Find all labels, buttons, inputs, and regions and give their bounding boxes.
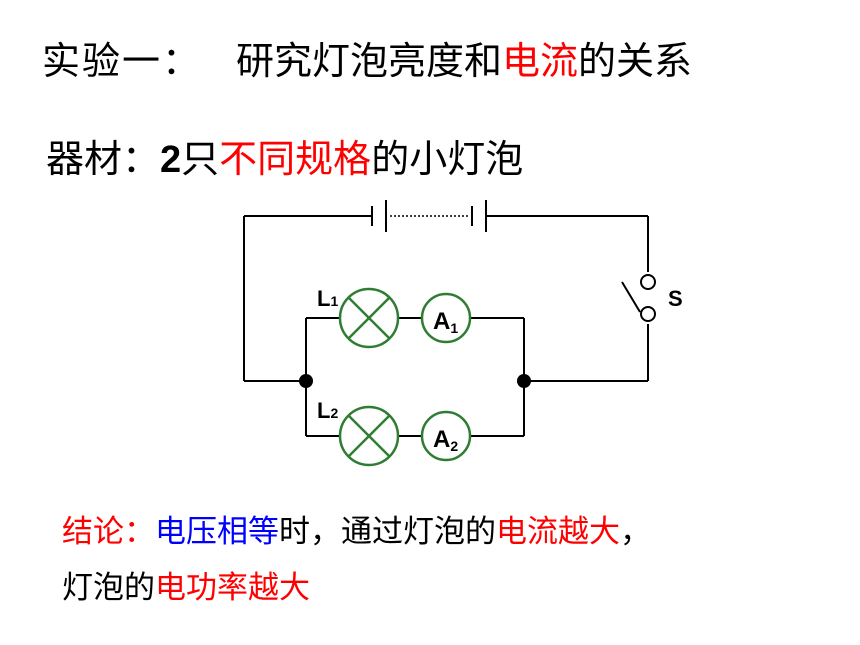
conclusion-highlight-current: 电流越大 [496,514,620,550]
ammeter-2-label: A2 [433,426,458,454]
title-text-1: 研究灯泡亮度和 [236,39,503,83]
ammeter-2-sub: 2 [450,438,458,454]
lamp-2-letter: L [317,398,330,423]
experiment-title: 实验一： 研究灯泡亮度和电流的关系 [42,30,692,85]
ammeter-1-sub: 1 [450,320,458,336]
conclusion-label: 结论： [62,514,155,550]
switch-contact-bottom [640,306,656,322]
equipment-rest: 的小灯泡 [371,137,524,181]
ammeter-2-letter: A [433,426,450,453]
lamp-2-sub: 2 [330,405,338,421]
lamp-1-sub: 1 [330,293,338,309]
equipment-count: 2 [160,139,182,181]
ammeter-1-letter: A [433,308,450,335]
lamp-1 [338,287,400,349]
switch-blade [621,281,641,313]
conclusion-text-1: 时，通过灯泡的 [279,514,496,550]
ammeter-2 [420,410,472,462]
lamp-2 [338,405,400,467]
lamp-1-label: L1 [317,286,338,311]
title-text-2: 的关系 [578,39,693,83]
ammeter-1-label: A1 [433,308,458,336]
conclusion-text-3: 灯泡的 [62,570,155,606]
switch-label: S [668,286,683,311]
equipment-line: 器材：2只不同规格的小灯泡 [46,128,523,183]
ammeter-1 [420,292,472,344]
lamp-2-label: L2 [317,398,338,423]
equipment-unit: 只 [181,137,220,181]
equipment-spec: 不同规格 [219,137,372,181]
junction-left [299,374,313,388]
conclusion-condition: 电压相等 [155,514,279,550]
title-highlight-current: 电流 [502,39,579,83]
junction-right [517,374,531,388]
lamp-1-letter: L [317,286,330,311]
conclusion-line-2: 灯泡的电功率越大 [62,562,310,607]
conclusion-line-1: 结论：电压相等时，通过灯泡的电流越大， [62,506,651,551]
conclusion-text-2: ， [620,514,651,550]
experiment-label: 实验一： [42,39,203,83]
equipment-label: 器材： [46,137,161,181]
conclusion-highlight-power: 电功率越大 [155,570,310,606]
switch-contact-top [640,274,656,290]
